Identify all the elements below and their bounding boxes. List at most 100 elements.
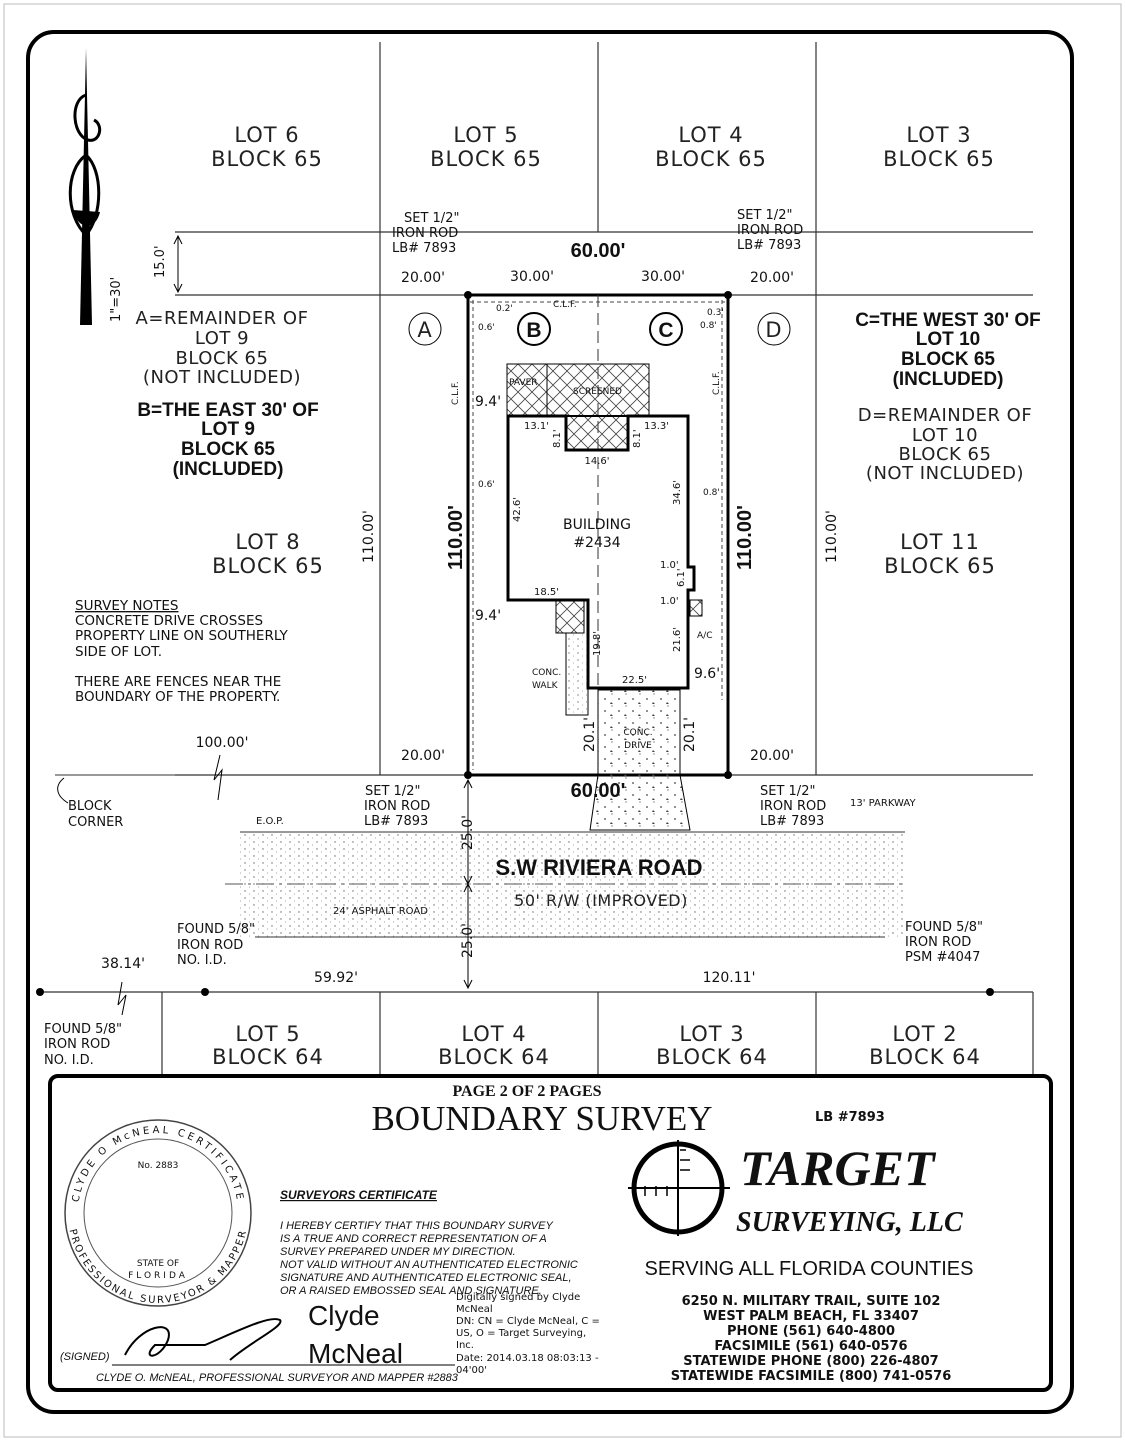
svg-text:1.0': 1.0' [660, 596, 679, 607]
svg-text:B=THE EAST 30' OF: B=THE EAST 30' OF [137, 400, 318, 421]
row-label: 50' R/W (IMPROVED) [514, 891, 688, 910]
svg-text:NO. I.D.: NO. I.D. [44, 1053, 94, 1068]
svg-text:LOT 9: LOT 9 [201, 419, 255, 440]
svg-text:LB# 7893: LB# 7893 [364, 814, 428, 829]
svg-text:30.00': 30.00' [641, 269, 685, 285]
digital-signature: Digitally signed by Clyde McNeal DN: CN … [456, 1292, 600, 1376]
svg-text:WEST PALM BEACH, FL 33407: WEST PALM BEACH, FL 33407 [703, 1309, 919, 1324]
building-label-1: BUILDING [563, 517, 631, 533]
conc-drive [589, 689, 691, 831]
svg-text:STATE OF: STATE OF [137, 1259, 179, 1269]
svg-text:US, O = Target Surveying,: US, O = Target Surveying, [456, 1328, 586, 1339]
svg-text:CONCRETE DRIVE CROSSES: CONCRETE DRIVE CROSSES [75, 613, 263, 629]
svg-text:13.1': 13.1' [524, 421, 549, 432]
scale-label: 1"=30' [109, 277, 124, 322]
svg-text:IRON ROD: IRON ROD [364, 799, 430, 814]
svg-text:20.00': 20.00' [750, 748, 794, 764]
svg-text:SURVEY PREPARED UNDER MY DIREC: SURVEY PREPARED UNDER MY DIRECTION. [280, 1246, 516, 1258]
svg-text:21.6': 21.6' [672, 627, 683, 652]
svg-text:30.00': 30.00' [510, 269, 554, 285]
svg-text:(INCLUDED): (INCLUDED) [893, 369, 1004, 390]
screened-porch [565, 415, 629, 451]
paver-label: PAVER [509, 378, 538, 388]
svg-text:FACSIMILE (561) 640-0576: FACSIMILE (561) 640-0576 [714, 1339, 907, 1354]
page-count: PAGE 2 OF 2 PAGES [452, 1083, 601, 1100]
lot6-line1: LOT 6 [234, 123, 299, 147]
parkway-label: 13' PARKWAY [850, 798, 916, 809]
signature-mark [124, 1318, 282, 1361]
svg-text:FOUND 5/8": FOUND 5/8" [905, 920, 983, 935]
parcel-d-desc: D=REMAINDER OF LOT 10 BLOCK 65 (NOT INCL… [858, 405, 1032, 484]
svg-text:LB# 7893: LB# 7893 [392, 241, 456, 256]
found-rod-east: FOUND 5/8" IRON ROD PSM #4047 [905, 920, 983, 965]
found-rod-mid: FOUND 5/8" IRON ROD NO. I.D. [177, 922, 255, 968]
ac-label: A/C [697, 631, 712, 641]
svg-text:(NOT INCLUDED): (NOT INCLUDED) [866, 463, 1024, 484]
svg-text:PROPERTY LINE ON SOUTHERLY: PROPERTY LINE ON SOUTHERLY [75, 628, 289, 644]
svg-text:(NOT INCLUDED): (NOT INCLUDED) [143, 367, 301, 388]
svg-text:Inc.: Inc. [456, 1340, 474, 1351]
svg-text:8.1': 8.1' [632, 429, 643, 448]
svg-text:BLOCK 65: BLOCK 65 [176, 348, 269, 369]
lot3b-line2: BLOCK 64 [656, 1045, 768, 1069]
svg-text:DRIVE: DRIVE [624, 741, 652, 751]
svg-text:BLOCK 65: BLOCK 65 [181, 439, 275, 460]
svg-text:120.11': 120.11' [703, 970, 756, 986]
lot2b-line2: BLOCK 64 [869, 1045, 981, 1069]
svg-text:6250 N. MILITARY TRAIL, SUITE: 6250 N. MILITARY TRAIL, SUITE 102 [682, 1294, 941, 1309]
svg-text:McNeal: McNeal [456, 1304, 493, 1315]
survey-title: BOUNDARY SURVEY [371, 1099, 712, 1138]
svg-text:CORNER: CORNER [68, 815, 123, 830]
building-outline [506, 414, 696, 690]
svg-text:LB# 7893: LB# 7893 [760, 814, 824, 829]
company-address: 6250 N. MILITARY TRAIL, SUITE 102 WEST P… [671, 1294, 952, 1384]
svg-text:20.00': 20.00' [750, 270, 794, 286]
company-suffix: SURVEYING, LLC [736, 1207, 963, 1238]
svg-text:DN: CN = Clyde McNeal, C =: DN: CN = Clyde McNeal, C = [456, 1316, 600, 1327]
svg-text:THERE ARE FENCES NEAR THE: THERE ARE FENCES NEAR THE [74, 674, 281, 690]
sig-name-1: Clyde [308, 1300, 380, 1331]
lot5-line2: BLOCK 65 [430, 147, 542, 171]
lot11-line2: BLOCK 65 [884, 554, 996, 578]
svg-text:25.0': 25.0' [460, 923, 476, 958]
svg-text:20.00': 20.00' [401, 748, 445, 764]
svg-text:SET 1/2": SET 1/2" [737, 208, 792, 223]
svg-text:19.8': 19.8' [592, 631, 603, 656]
svg-text:0.8': 0.8' [700, 321, 717, 331]
building-label-2: #2434 [573, 535, 620, 551]
parcel-a-letter: A [417, 318, 432, 342]
svg-text:(INCLUDED): (INCLUDED) [173, 459, 284, 480]
parcel-c-desc: C=THE WEST 30' OF LOT 10 BLOCK 65 (INCLU… [855, 310, 1041, 390]
svg-text:20.00': 20.00' [401, 270, 445, 286]
svg-text:IRON ROD: IRON ROD [905, 935, 971, 950]
svg-text:IRON ROD: IRON ROD [392, 226, 458, 241]
svg-text:Date: 2014.03.18 08:03:13 -: Date: 2014.03.18 08:03:13 - [456, 1353, 599, 1364]
lot4-line1: LOT 4 [678, 123, 743, 147]
conc-walk-outline [565, 633, 589, 716]
svg-text:NO. I.D.: NO. I.D. [177, 953, 227, 968]
svg-text:9.6': 9.6' [694, 666, 720, 682]
svg-text:NOT VALID WITHOUT AN AUTHENTIC: NOT VALID WITHOUT AN AUTHENTICATED ELECT… [280, 1259, 578, 1271]
svg-text:C.L.F.: C.L.F. [451, 381, 461, 405]
parcel-b-desc: B=THE EAST 30' OF LOT 9 BLOCK 65 (INCLUD… [137, 400, 318, 480]
svg-text:IRON ROD: IRON ROD [44, 1037, 110, 1052]
top-width: 60.00' [571, 240, 626, 262]
lot6-line2: BLOCK 65 [211, 147, 323, 171]
svg-text:0.2': 0.2' [496, 304, 513, 314]
lot5b-line2: BLOCK 64 [212, 1045, 324, 1069]
svg-text:0.6': 0.6' [478, 480, 495, 490]
svg-text:9.4': 9.4' [475, 394, 501, 410]
svg-text:WALK: WALK [532, 681, 559, 691]
surveyor-name: CLYDE O. McNEAL, PROFESSIONAL SURVEYOR A… [96, 1372, 459, 1384]
svg-text:22.5': 22.5' [622, 675, 647, 686]
svg-text:LB# 7893: LB# 7893 [737, 238, 801, 253]
svg-text:Digitally signed by Clyde: Digitally signed by Clyde [456, 1292, 580, 1303]
company-name: TARGET [740, 1140, 937, 1196]
monument-sw: SET 1/2" IRON ROD LB# 7893 [364, 784, 430, 829]
svg-text:6.1': 6.1' [676, 568, 687, 587]
block-corner-label: BLOCK CORNER [68, 799, 123, 830]
iron-rod-markers [36, 291, 994, 996]
lot5b-line1: LOT 5 [235, 1022, 300, 1046]
svg-text:59.92': 59.92' [314, 970, 358, 986]
